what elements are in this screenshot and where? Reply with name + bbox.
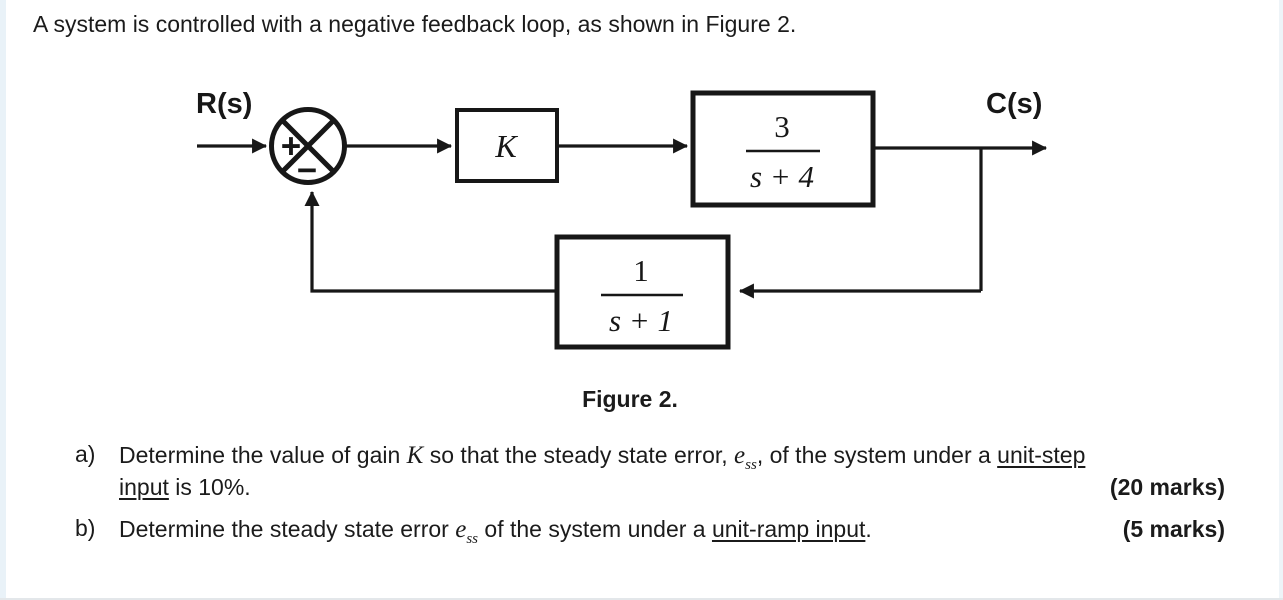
forward-block-numerator: 3 (774, 109, 790, 144)
feedback-block-numerator: 1 (633, 253, 649, 288)
forward-block-denominator: s + 4 (750, 159, 814, 194)
feedback-transfer-block: 1 s + 1 (554, 234, 731, 350)
figure-caption: Figure 2. (582, 386, 678, 412)
feedback-block-denominator: s + 1 (609, 303, 673, 338)
plus-sign: + (281, 127, 301, 166)
question-a-text: is 10%. (168, 474, 251, 500)
bottom-edge-line (0, 598, 1283, 600)
question-a-marker: a) (75, 441, 96, 467)
error-symbol: e (455, 516, 467, 543)
right-edge-tint (1279, 0, 1283, 600)
question-b-text: of the system under a (478, 516, 712, 542)
question-a-marks: (20 marks) (1109, 474, 1225, 500)
summing-junction: + − (269, 107, 347, 190)
question-b-marker: b) (75, 515, 96, 541)
gain-symbol: K (406, 442, 424, 469)
output-signal-label: C(s) (986, 88, 1042, 120)
left-edge-tint (0, 0, 6, 600)
input-signal-label: R(s) (196, 88, 252, 120)
question-b-text: Determine the steady state error (119, 516, 456, 542)
question-b-text: . (865, 516, 872, 542)
question-b-text-group: Determine the steady state error ess of … (119, 515, 872, 547)
underlined-phrase: unit-step (997, 442, 1086, 468)
question-a-text-continued: input is 10%. (119, 473, 251, 502)
underlined-phrase: unit-ramp input (711, 516, 866, 542)
error-symbol: e (734, 442, 746, 469)
intro-text: A system is controlled with a negative f… (33, 11, 797, 37)
gain-block-label: K (494, 128, 518, 164)
block-diagram: R(s) C(s) + − K (0, 60, 1283, 420)
error-subscript: ss (745, 457, 757, 473)
junction-cross-line (280, 118, 336, 174)
block-diagram-svg: R(s) C(s) + − K (196, 88, 1048, 350)
gain-block-box (455, 108, 559, 183)
feedback-block-box (554, 234, 731, 350)
question-b-marks: (5 marks) (1122, 516, 1225, 542)
question-a-text: , of the system under a (756, 442, 998, 468)
underlined-phrase: input (119, 474, 169, 500)
gain-block: K (455, 108, 559, 183)
question-a-line2: input is 10%. (20 marks) (119, 473, 1225, 502)
forward-transfer-block: 3 s + 4 (690, 90, 876, 208)
question-a-text: so that the steady state error, (423, 442, 735, 468)
forward-block-box (690, 90, 876, 208)
error-subscript: ss (466, 531, 479, 547)
feedback-return-arrow (304, 190, 557, 293)
minus-sign: − (297, 151, 317, 190)
question-a-line1: Determine the value of gain K so that th… (119, 441, 1229, 473)
question-a-text: Determine the value of gain (119, 442, 407, 468)
question-b-line: Determine the steady state error ess of … (119, 515, 1225, 547)
